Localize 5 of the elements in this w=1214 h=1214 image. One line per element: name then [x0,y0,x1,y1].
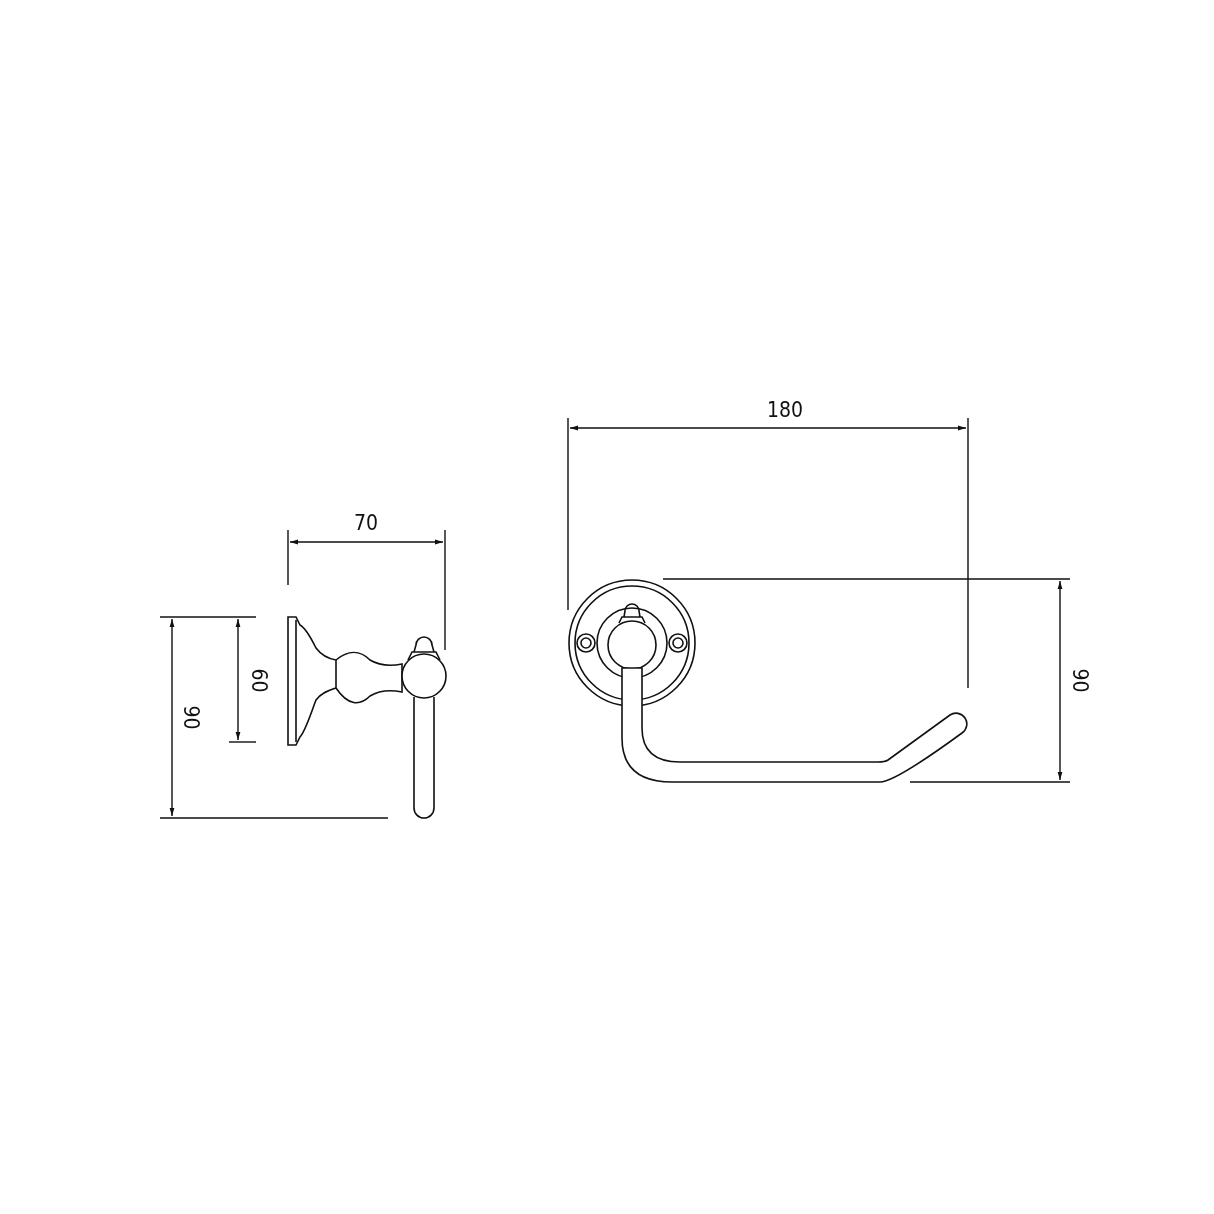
dimension-label: 180 [767,399,804,421]
dimension-label: 70 [354,512,379,534]
dimension-label: 60 [247,668,269,692]
dimension-label: 90 [1068,668,1090,692]
dimension-label: 90 [179,705,201,729]
